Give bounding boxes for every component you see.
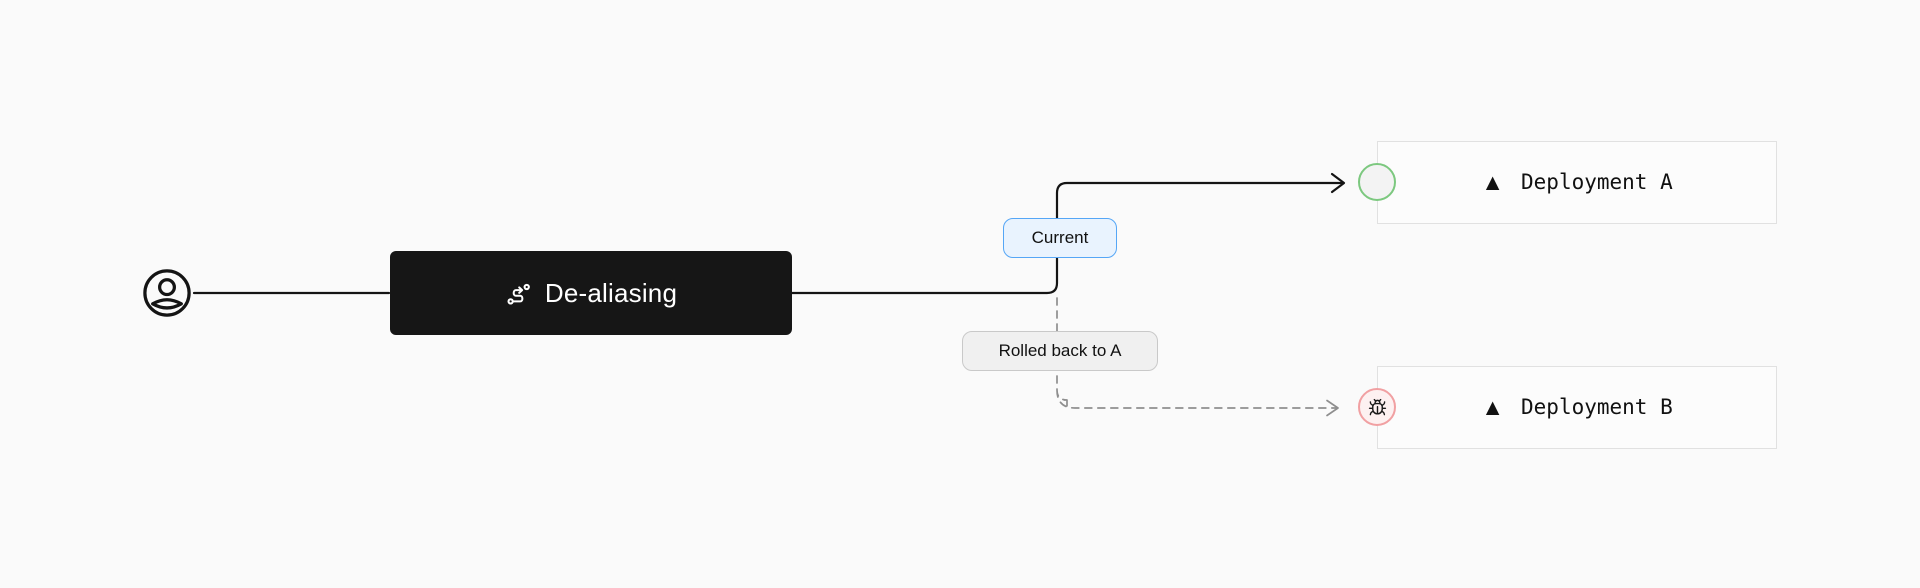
- dealiasing-label: De-aliasing: [544, 278, 678, 308]
- arrowhead-dashed: [1326, 399, 1339, 417]
- deployment-a-status-current: [1358, 163, 1396, 201]
- rolled-back-badge: Rolled back to A: [962, 331, 1158, 371]
- deployment-a-node: ▲ Deployment A: [1377, 141, 1777, 224]
- vercel-logo-icon: ▲: [1481, 394, 1505, 420]
- vercel-logo-icon: ▲: [1481, 169, 1505, 195]
- user-node: [141, 267, 193, 319]
- current-badge-label: Current: [1031, 228, 1089, 247]
- edge-dealiasing-to-deployment-b: [1056, 297, 1339, 417]
- bug-icon: [1368, 398, 1386, 415]
- route-icon: [507, 283, 530, 305]
- user-circle-icon: [143, 269, 191, 317]
- deployment-b-label: Deployment B: [1521, 395, 1673, 419]
- rolled-back-badge-label: Rolled back to A: [998, 341, 1122, 360]
- deployment-a-label: Deployment A: [1521, 170, 1673, 194]
- current-badge: Current: [1003, 218, 1117, 258]
- deployment-b-status-rolled-back: [1358, 388, 1396, 426]
- dealiasing-node: De-aliasing: [390, 251, 792, 335]
- arrowhead-solid: [1330, 172, 1346, 194]
- deployment-b-node: ▲ Deployment B: [1377, 366, 1777, 449]
